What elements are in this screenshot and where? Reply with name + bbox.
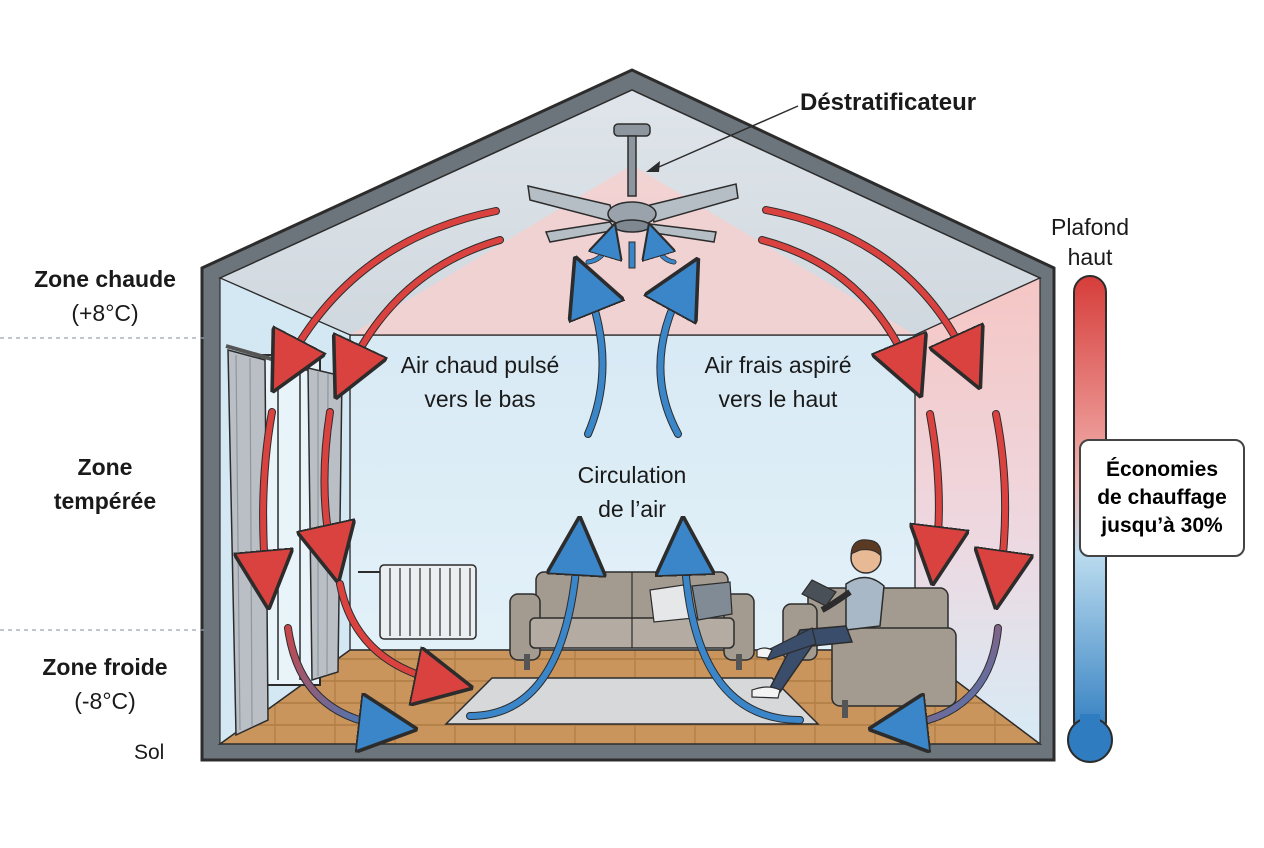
circulation-line-1: Circulation	[577, 462, 687, 488]
circulation-label: Circulation de l’air	[552, 458, 712, 526]
circulation-line-2: de l’air	[598, 496, 666, 522]
ceiling-fan-icon	[527, 123, 739, 269]
floor-label: Sol	[134, 741, 165, 764]
savings-line-2: de chauffage	[1097, 486, 1227, 509]
savings-line-1: Économies	[1105, 458, 1219, 481]
zone-warm-name: Zone chaude	[34, 266, 176, 292]
zone-cold-name: Zone froide	[42, 654, 168, 680]
device-label: Déstratificateur	[800, 89, 977, 116]
fresh-air-line-2: vers le haut	[718, 386, 838, 412]
warm-air-label: Air chaud pulsé vers le bas	[380, 348, 580, 416]
warm-air-line-1: Air chaud pulsé	[400, 352, 560, 378]
radiator-icon	[358, 564, 477, 640]
savings-line-3: jusqu’à 30%	[1101, 514, 1223, 537]
fresh-air-line-1: Air frais aspiré	[704, 352, 852, 378]
ceiling-line-2: haut	[1067, 244, 1113, 270]
zone-temperate: Zone tempérée	[10, 450, 200, 518]
person-reading-icon	[751, 539, 957, 718]
ceiling-line-1: Plafond	[1050, 214, 1129, 240]
warm-air-line-2: vers le bas	[424, 386, 536, 412]
zone-cold-temp: (-8°C)	[74, 688, 136, 714]
zone-cold: Zone froide (-8°C)	[10, 650, 200, 718]
savings-callout: Économies de chauffage jusqu’à 30%	[1079, 439, 1245, 557]
zone-temperate-line-1: Zone	[77, 454, 133, 480]
fresh-air-label: Air frais aspiré vers le haut	[680, 348, 876, 416]
ceiling-label: Plafond haut	[1030, 212, 1150, 272]
zone-warm: Zone chaude (+8°C)	[10, 262, 200, 330]
zone-temperate-line-2: tempérée	[53, 488, 157, 514]
zone-warm-temp: (+8°C)	[71, 300, 139, 326]
sofa-icon	[509, 571, 755, 670]
